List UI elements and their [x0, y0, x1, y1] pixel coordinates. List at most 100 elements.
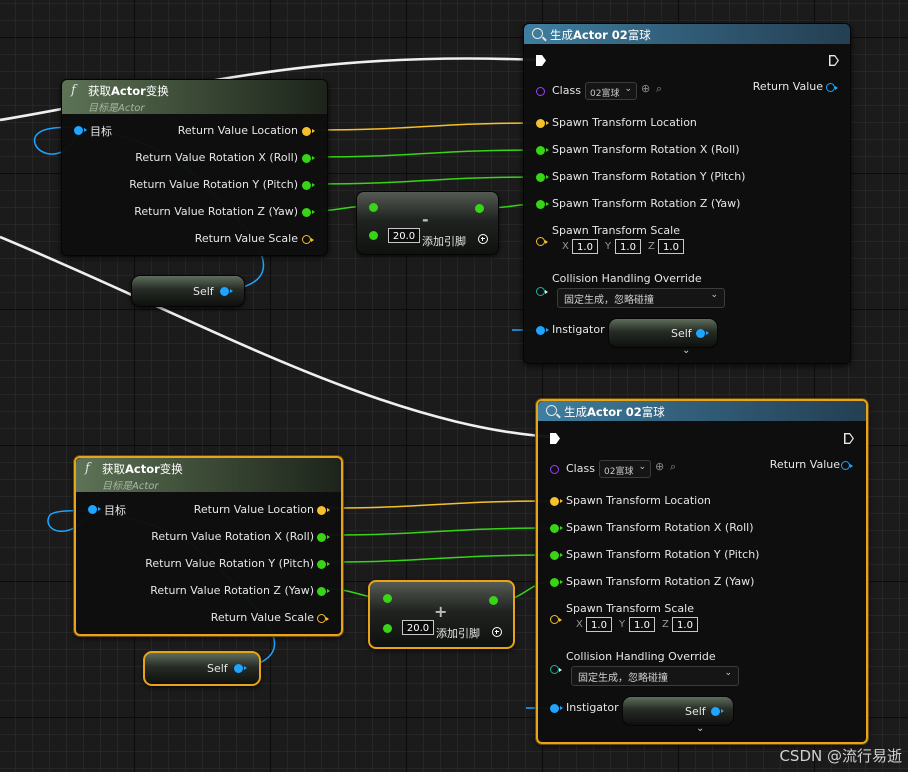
in-rot-y-pin[interactable]: [536, 173, 549, 182]
exec-in-pin[interactable]: [536, 55, 546, 66]
return-value-pin[interactable]: [826, 83, 838, 92]
location-wire-bottom: [326, 500, 553, 509]
in-location-pin[interactable]: [536, 119, 549, 128]
scale-y-input[interactable]: 1.0: [629, 617, 655, 632]
target-pin[interactable]: [88, 505, 101, 514]
self-label: Self: [671, 327, 692, 340]
add-pin-icon[interactable]: [492, 627, 502, 637]
in-rot-z-pin[interactable]: [536, 200, 549, 209]
in-rot-y-label: Spawn Transform Rotation Y (Pitch): [566, 548, 760, 561]
scale-x-input[interactable]: 1.0: [586, 617, 612, 632]
out-scale-pin[interactable]: [302, 235, 314, 244]
exec-in-pin[interactable]: [550, 433, 560, 444]
spawn-icon: [546, 405, 557, 416]
node-header: [538, 401, 866, 421]
exec-out-pin[interactable]: [829, 55, 839, 66]
rotx-wire-bottom: [326, 527, 553, 536]
out-scale-pin[interactable]: [317, 614, 329, 623]
add-node[interactable]: + 20.0 添加引脚: [368, 580, 515, 649]
node-title: 获取Actor变换: [88, 84, 169, 98]
browse-icon[interactable]: ⌕: [656, 82, 663, 95]
instigator-pin[interactable]: [550, 704, 563, 713]
scale-y-input[interactable]: 1.0: [615, 239, 641, 254]
out-rot-x-label: Return Value Rotation X (Roll): [135, 151, 298, 164]
return-value-label: Return Value: [752, 80, 823, 93]
class-dropdown[interactable]: 02富球⌄: [585, 82, 637, 100]
scale-x-axis-label: X: [562, 241, 569, 252]
in-scale-pin[interactable]: [550, 615, 562, 624]
in-rot-z-pin[interactable]: [550, 578, 563, 587]
in-rot-y-pin[interactable]: [550, 551, 563, 560]
add-pin-icon[interactable]: [478, 234, 488, 244]
self-node-top[interactable]: Self: [131, 275, 245, 307]
get-actor-transform-node-bottom[interactable]: f 获取Actor变换 目标是Actor 目标 Return Value Loc…: [74, 456, 343, 636]
output-pin[interactable]: [489, 596, 498, 605]
input-a-pin[interactable]: [383, 594, 392, 603]
scale-x-input[interactable]: 1.0: [572, 239, 598, 254]
out-rot-z-pin[interactable]: [302, 208, 315, 217]
class-dropdown[interactable]: 02富球⌄: [599, 460, 651, 478]
out-rot-y-pin[interactable]: [317, 560, 330, 569]
collision-label: Collision Handling Override: [552, 272, 702, 285]
in-rot-x-pin[interactable]: [536, 146, 549, 155]
scale-z-input[interactable]: 1.0: [672, 617, 698, 632]
self-node-bottom[interactable]: Self: [143, 651, 261, 686]
use-selected-icon[interactable]: ⊕: [655, 460, 665, 473]
self-output-pin[interactable]: [234, 664, 247, 673]
collision-dropdown[interactable]: 固定生成，忽略碰撞⌄: [571, 666, 739, 686]
collision-dropdown[interactable]: 固定生成，忽略碰撞⌄: [557, 288, 725, 308]
get-actor-transform-node-top[interactable]: f 获取Actor变换 目标是Actor 目标 Return Value Loc…: [61, 79, 328, 256]
instigator-pin[interactable]: [536, 326, 549, 335]
browse-icon[interactable]: ⌕: [670, 460, 677, 473]
in-scale-pin[interactable]: [536, 237, 548, 246]
spawn-actor-node-bottom[interactable]: 生成Actor 02富球 Class 02富球⌄ ⊕ ⌕ Return Valu…: [536, 399, 868, 744]
instigator-self-node[interactable]: Self: [622, 696, 734, 726]
in-location-pin[interactable]: [550, 497, 563, 506]
roty-wire-bottom: [326, 554, 553, 563]
collision-pin[interactable]: [550, 665, 562, 674]
expand-chevron-icon[interactable]: ⌄: [696, 723, 705, 734]
output-pin[interactable]: [475, 204, 484, 213]
out-rot-x-pin[interactable]: [302, 154, 315, 163]
out-location-pin[interactable]: [302, 127, 315, 136]
in-rot-x-pin[interactable]: [550, 524, 563, 533]
collision-pin[interactable]: [536, 287, 548, 296]
instigator-label: Instigator: [552, 323, 605, 336]
node-subtitle: 目标是Actor: [88, 103, 145, 114]
expand-chevron-icon[interactable]: ⌄: [682, 345, 691, 356]
instigator-self-node[interactable]: Self: [608, 318, 718, 348]
input-b-value[interactable]: 20.0: [388, 228, 420, 243]
out-rot-x-pin[interactable]: [317, 533, 330, 542]
add-pin-label[interactable]: 添加引脚: [422, 235, 466, 248]
in-rot-x-label: Spawn Transform Rotation X (Roll): [566, 521, 754, 534]
chevron-down-icon: ⌄: [710, 290, 718, 300]
exec-out-pin[interactable]: [844, 433, 854, 444]
self-output-pin[interactable]: [711, 707, 724, 716]
spawn-actor-node-top[interactable]: 生成Actor 02富球 Class 02富球⌄ ⊕ ⌕ Return Valu…: [523, 23, 851, 364]
subtract-node[interactable]: - 20.0 添加引脚: [356, 191, 499, 255]
input-b-pin[interactable]: [369, 231, 378, 240]
use-selected-icon[interactable]: ⊕: [641, 82, 651, 95]
input-a-pin[interactable]: [369, 203, 378, 212]
target-pin[interactable]: [74, 126, 87, 135]
class-pin[interactable]: [550, 465, 559, 474]
out-rot-x-label: Return Value Rotation X (Roll): [151, 530, 314, 543]
return-value-pin[interactable]: [841, 461, 853, 470]
out-rot-y-pin[interactable]: [302, 181, 315, 190]
scale-z-input[interactable]: 1.0: [658, 239, 684, 254]
self-output-pin[interactable]: [696, 329, 709, 338]
input-b-value[interactable]: 20.0: [402, 620, 434, 635]
out-scale-label: Return Value Scale: [194, 232, 298, 245]
out-location-pin[interactable]: [317, 506, 330, 515]
class-pin[interactable]: [536, 87, 545, 96]
spawn-icon: [532, 28, 543, 39]
out-rot-z-pin[interactable]: [317, 587, 330, 596]
self-output-pin[interactable]: [220, 287, 233, 296]
chevron-down-icon: ⌄: [638, 462, 646, 472]
exec-wire-2: [0, 235, 553, 439]
target-label: 目标: [104, 504, 126, 517]
add-pin-label[interactable]: 添加引脚: [436, 627, 480, 640]
in-rot-y-label: Spawn Transform Rotation Y (Pitch): [552, 170, 746, 183]
input-b-pin[interactable]: [383, 624, 392, 633]
node-title: 生成Actor 02富球: [550, 28, 651, 42]
